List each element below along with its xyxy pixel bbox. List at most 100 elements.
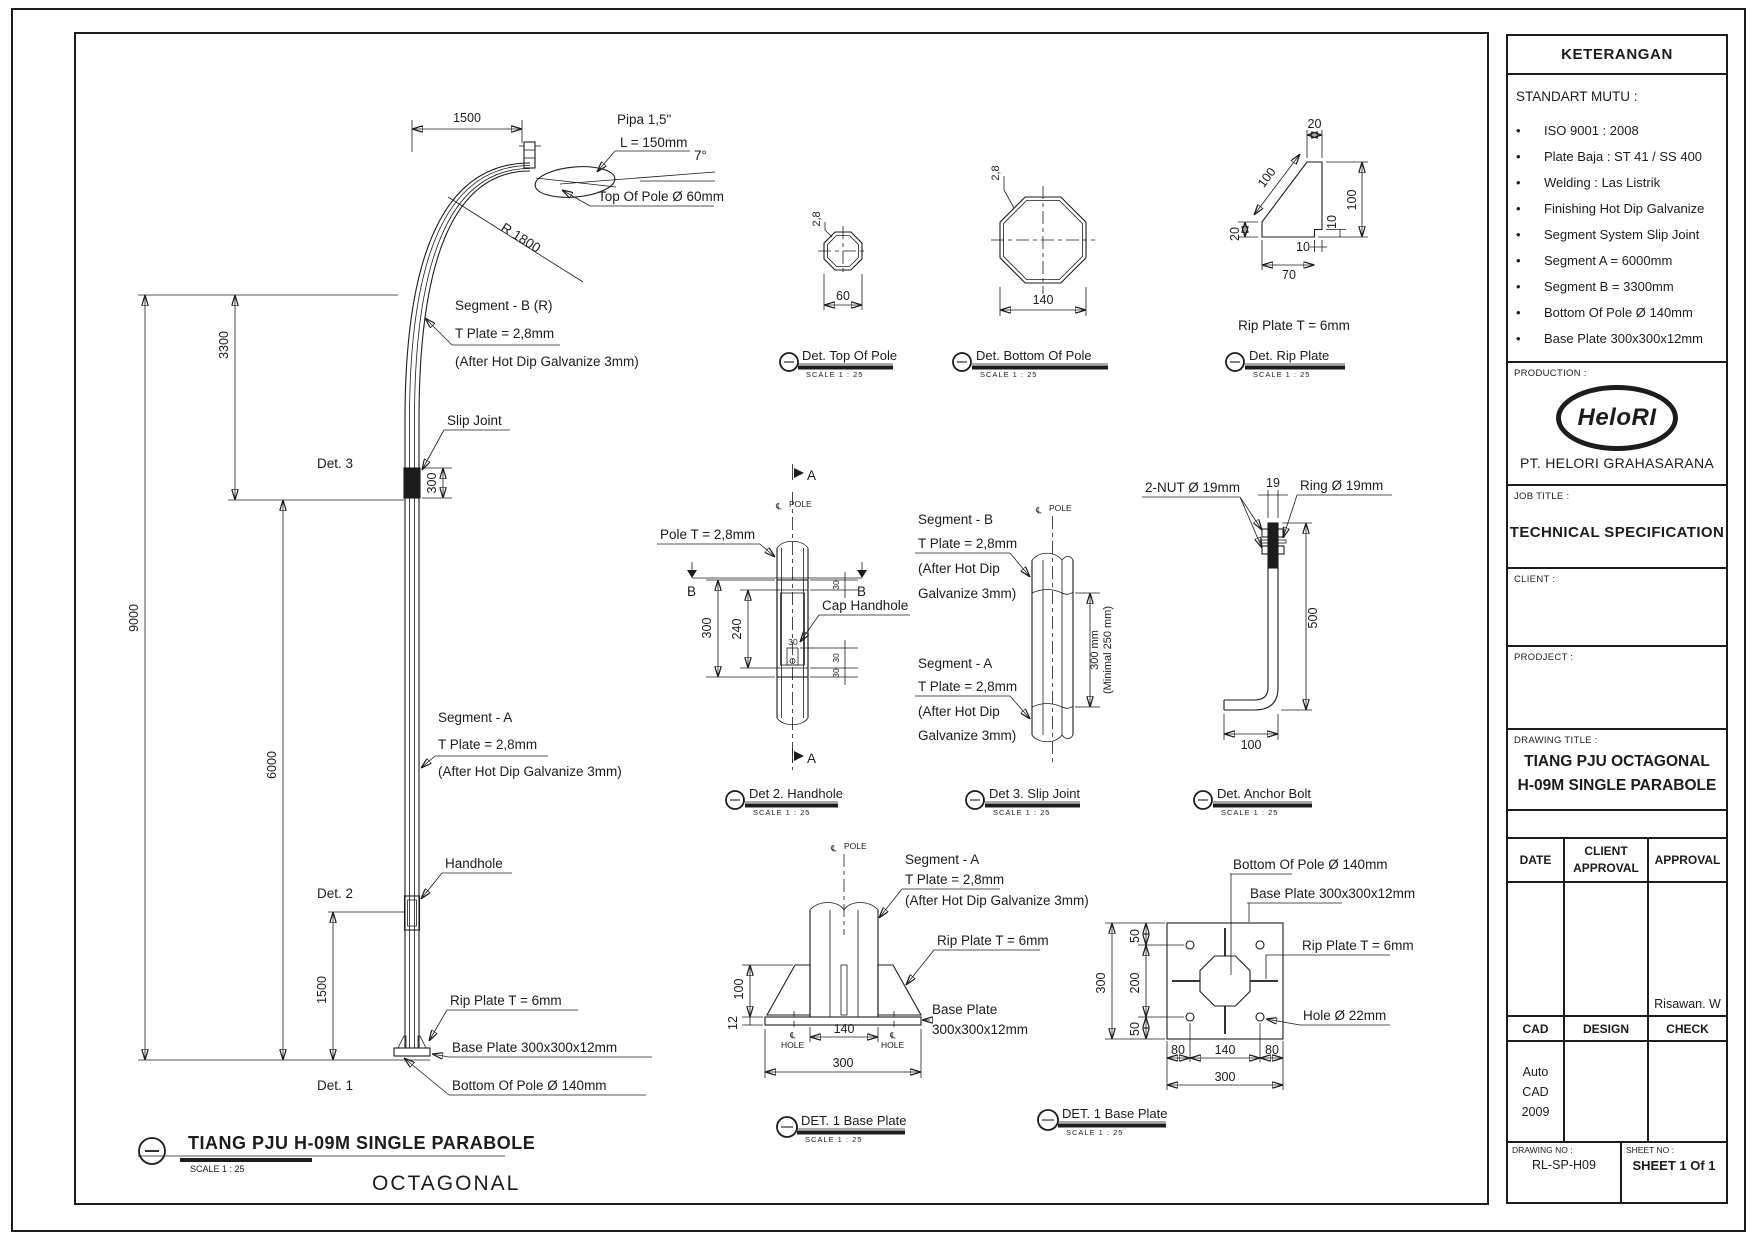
sj-seg-a: Segment - A [918,656,992,671]
autocad-row: Auto CAD 2009 [1508,1042,1726,1143]
job-title-text: TECHNICAL SPECIFICATION [1509,524,1725,541]
drawing-title-line2: H-09M SINGLE PARABOLE [1517,777,1717,794]
page-borders [11,8,1746,1232]
sig-date-cell [1508,883,1563,1015]
dim-9000: 9000 [127,604,141,632]
sj-seg-b: Segment - B [918,512,993,527]
det-bottom-label: Det. Bottom Of Pole [976,348,1092,363]
det-rip-label: Det. Rip Plate [1249,348,1329,363]
dim-3300: 3300 [217,331,231,359]
detail-bottom-of-pole: 2,8 140 Det. Bottom Of Pole SCALE 1 : 25 [952,165,1108,379]
company-name: PT. HELORI GRAHASARANA [1519,455,1715,471]
sj-seg-a-g2: Galvanize 3mm) [918,728,1016,743]
ab-ring-label: Ring Ø 19mm [1300,478,1383,493]
bs-pole-text: POLE [844,841,867,851]
mutu-item-text: Segment System Slip Joint [1544,227,1700,242]
bp-hole: Hole Ø 22mm [1303,1008,1386,1023]
main-title-scale: SCALE 1 : 25 [190,1164,245,1174]
project-label: PRODJECT : [1514,652,1574,663]
label-handhole: Handhole [445,856,503,871]
det1-plan-scale: SCALE 1 : 25 [1066,1128,1123,1137]
hh-pole-t-label: Pole T = 2,8mm [660,527,755,542]
col-date-text: DATE [1519,852,1552,867]
hh-cl-symbol-top: ℄ [775,501,782,511]
det-rip-scale: SCALE 1 : 25 [1253,370,1310,379]
drawing-title-section: DRAWING TITLE : TIANG PJU OCTAGONAL H-09… [1508,730,1726,811]
cell-check: CHECK [1647,1017,1726,1040]
subtitle-octagonal: OCTAGONAL [372,1172,520,1195]
mutu-item: Segment A = 6000mm [1516,248,1718,274]
label-segment-a-tplate: T Plate = 2,8mm [438,737,537,752]
det-top-label: Det. Top Of Pole [802,348,897,363]
bs-cl-hole-left-sym: ℄ [789,1030,796,1040]
label-det2: Det. 2 [317,886,353,901]
mutu-item-text: ISO 9001 : 2008 [1544,123,1639,138]
mutu-item-text: Bottom Of Pole Ø 140mm [1544,305,1693,320]
mutu-item-text: Base Plate 300x300x12mm [1544,331,1703,346]
detail-slip-joint: ℄ POLE Segment - B T Plate = 2,8mm (Afte… [915,503,1114,817]
dim-140-oct: 140 [1033,293,1054,307]
drawing-no-label: DRAWING NO : [1512,1145,1573,1155]
detail-anchor-bolt: 19 2-NUT Ø 19mm Ring Ø 19mm 500 100 Det.… [1142,476,1392,817]
bp-dim-200: 200 [1128,973,1142,994]
bp-bottom-pole: Bottom Of Pole Ø 140mm [1233,857,1388,872]
cad-text: CAD [1522,1021,1549,1036]
production-label: PRODUCTION : [1514,368,1587,379]
col-client-line1: CLIENT [1584,844,1628,858]
main-title: TIANG PJU H-09M SINGLE PARABOLE [188,1133,535,1153]
detail-base-plate-plan: 300 50 200 50 80 140 80 300 Bottom Of Po… [1037,857,1415,1137]
hh-pole-text: POLE [789,499,812,509]
dim-60: 60 [836,289,850,303]
bs-cl-hole-right-sym: ℄ [889,1030,896,1040]
col-approval: APPROVAL [1647,839,1726,881]
bs-dim-140: 140 [834,1022,855,1036]
label-segment-a-galvanize: (After Hot Dip Galvanize 3mm) [438,764,622,779]
detail-top-of-pole: 2,8 60 Det. Top Of Pole SCALE 1 : 25 [779,211,897,379]
keterangan-header: KETERANGAN [1508,36,1726,75]
bp-dim-300-bot: 300 [1215,1070,1236,1084]
sj-dim-300-min: (Minimal 250 mm) [1102,606,1114,694]
hh-section-b-left: B [687,584,696,599]
standart-mutu-section: STANDART MUTU : ISO 9001 : 2008 Plate Ba… [1508,75,1726,363]
mutu-item: Bottom Of Pole Ø 140mm [1516,300,1718,326]
cad-design-check-row: CAD DESIGN CHECK [1508,1017,1726,1042]
check-sign-cell [1647,1042,1726,1141]
check-text: CHECK [1666,1021,1709,1036]
det1-side-scale: SCALE 1 : 25 [805,1135,862,1144]
helori-logo-text: HeloRI [1577,404,1657,431]
hh-dim-300: 300 [700,618,714,639]
mutu-item: Segment B = 3300mm [1516,274,1718,300]
keterangan-text: KETERANGAN [1561,46,1673,63]
sj-pole-text: POLE [1049,503,1072,513]
ab-dim-19: 19 [1266,476,1280,490]
bs-galv: (After Hot Dip Galvanize 3mm) [905,893,1089,908]
det1-plan-label: DET. 1 Base Plate [1062,1106,1168,1121]
mutu-item-text: Segment A = 6000mm [1544,253,1673,268]
ab-dim-500: 500 [1306,608,1320,629]
det-anchor-label: Det. Anchor Bolt [1217,786,1311,801]
label-angle-7deg: 7° [694,148,707,163]
bp-dim-140: 140 [1215,1043,1236,1057]
bp-rip: Rip Plate T = 6mm [1302,938,1414,953]
dim-1500-top: 1500 [453,111,481,125]
bs-tplate: T Plate = 2,8mm [905,872,1004,887]
drawing-title-line1: TIANG PJU OCTAGONAL [1524,753,1710,770]
hh-section-a-bot: A [807,751,816,766]
sj-dim-300: 300 mm [1089,630,1101,670]
job-title-section: JOB TITLE : TECHNICAL SPECIFICATION [1508,486,1726,569]
sj-seg-b-t: T Plate = 2,8mm [918,536,1017,551]
empty-row [1508,811,1726,839]
det3-scale: SCALE 1 : 25 [993,808,1050,817]
approval-header-row: DATE CLIENT APPROVAL APPROVAL [1508,839,1726,883]
standart-mutu-title: STANDART MUTU : [1516,89,1638,104]
rip-dim-70: 70 [1282,268,1296,282]
autocad-line2: CAD [1522,1084,1549,1099]
mutu-item: Welding : Las Listrik [1516,170,1718,196]
hh-cap-label: Cap Handhole [822,598,908,613]
det1-side-label: DET. 1 Base Plate [801,1113,907,1128]
autocad-line3: 2009 [1521,1104,1550,1119]
drawing-title-label: DRAWING TITLE : [1514,735,1598,746]
bp-dim-50-bot: 50 [1128,1022,1142,1036]
main-drawing-title: TIANG PJU H-09M SINGLE PARABOLE SCALE 1 … [138,1133,535,1195]
